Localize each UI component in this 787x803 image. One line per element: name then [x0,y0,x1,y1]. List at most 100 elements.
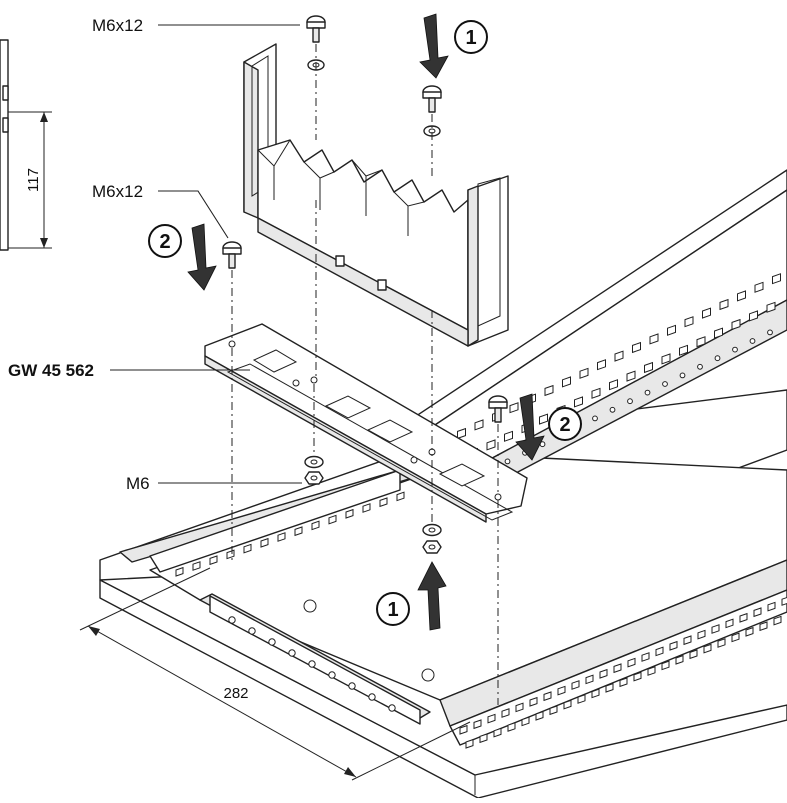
floor-hole [303,599,317,613]
rail-slot [767,601,776,612]
step-badge-right: 2 [548,407,582,441]
rail-hole [627,398,633,405]
rail-slot [632,341,641,354]
rail-slot [175,566,184,577]
rail-slot [493,727,502,738]
rail-slot [697,629,706,640]
mounting-bracket [204,323,528,523]
rail-slot [667,324,676,336]
leader-screw-left [158,190,229,239]
rail-slot [605,682,614,693]
nut-washer-left [304,455,324,485]
step-badge-left: 2 [148,224,182,258]
rail-slot [753,607,762,618]
rail-hole [714,355,721,362]
rail-slot [577,694,586,704]
rail-slot [766,301,776,313]
rail-slot [459,724,468,735]
rail-hole [504,458,511,465]
rail-slot [504,430,513,442]
rail-slot [725,618,734,629]
rail-hole [662,381,668,387]
rail-front-right [439,559,787,749]
rail-hole [644,389,651,396]
arrow-down-top [419,13,449,79]
arrow-up-bottom [417,561,447,631]
rail-slot [562,376,571,388]
rail-slot [585,674,594,685]
rail-slot [731,318,741,331]
rail-slot [521,716,530,727]
rail-slot [260,537,269,548]
dimension-height: 117 [25,168,42,192]
rail-slot [486,439,496,451]
step-number: 1 [465,27,476,49]
floor-hole [421,668,435,682]
rail-slot [535,710,544,721]
rail-slot [647,666,656,676]
rail-slot [579,367,589,379]
rail-slot [507,722,516,732]
side-detail [0,39,52,251]
rail-slot [719,298,729,311]
arrow-down-right [515,393,545,461]
step-number: 2 [559,414,570,436]
step-number: 1 [387,599,398,621]
dimension-width-lines [79,567,471,781]
rail-slot [379,497,388,508]
rail-slot [396,491,405,502]
rail-slot [737,290,746,302]
rail-slot [345,508,354,519]
rail-hole [697,363,703,370]
rail-slot [679,344,688,356]
rail-slot [563,699,572,710]
rail-slot [703,643,712,654]
rail-slot [465,738,474,749]
rail-slot [474,419,484,431]
rail-slot [609,379,618,391]
screw-right [488,395,508,423]
screw-left [222,241,242,269]
rail-slot [749,310,758,322]
rail-slot [599,668,608,679]
rail-slot [473,719,482,730]
rail-slot [487,713,496,724]
rail-slot [539,413,548,425]
rail-slot [619,677,628,688]
rail-slot [731,632,740,643]
rail-hole [592,415,598,422]
step-badge-bottom: 1 [376,592,410,626]
bracket-slots [252,349,486,487]
rail-slot [209,555,218,566]
rail-slot [649,333,659,345]
screw-top-right [422,85,442,137]
rail-slot [661,353,671,365]
rail-slot [294,526,303,537]
rail-slot [591,387,601,399]
rail-slot [655,646,664,657]
rail-slot [614,350,624,362]
rail-slot [684,316,694,328]
rail-slot [661,660,670,671]
bracket-holes [228,340,502,501]
label-nut: M6 [126,474,150,493]
rail-slot [644,361,653,374]
rail-slot [772,273,781,285]
rail-slot [717,638,726,648]
rail-slot [515,702,524,713]
rail-hole [609,406,616,413]
rail-slot [675,654,684,665]
screw-top-left [306,15,326,71]
rail-slot [571,680,580,690]
label-screw-top: M6x12 [92,16,143,35]
rail-slot [509,402,519,414]
rail-slot [759,621,768,632]
label-screw-left: M6x12 [92,182,143,201]
rail-slot [739,612,748,623]
rail-slot [479,733,488,744]
rail-slot [277,532,286,542]
rail-slot [457,427,466,440]
rail-slot [549,705,558,716]
rail-hole [749,338,756,344]
